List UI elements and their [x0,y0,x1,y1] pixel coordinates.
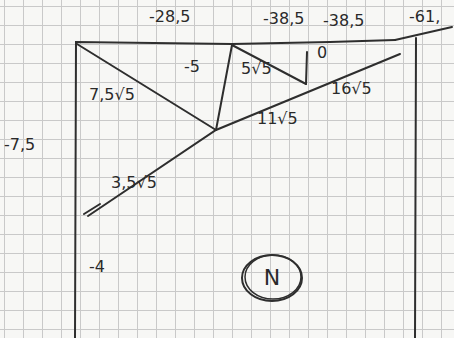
dimension-label: -4 [88,258,106,276]
dimension-label: -7,5 [3,136,36,154]
outline [75,40,395,338]
dimension-label: -28,5 [148,8,191,26]
sketch-line [216,45,232,130]
sketch-line [88,54,400,216]
outline [395,27,452,40]
dimension-label: -61, [408,8,441,26]
dimension-label: -38,5 [262,10,305,28]
dimension-label: 7,5√5 [88,86,136,104]
dimension-label: 0 [316,44,328,62]
sketch-line [84,204,100,214]
dimension-label: 11√5 [256,110,299,128]
dimension-label: -5 [183,58,201,76]
sketch-line [77,44,216,130]
dimension-label: 3,5√5 [110,174,158,192]
dimension-label: 16√5 [330,80,373,98]
sketch-line [232,45,306,84]
node-text: N [264,266,280,290]
outline [415,38,416,338]
dimension-label: 5√5 [240,60,273,78]
sketch-line [306,52,307,84]
dimension-label: -38,5 [322,12,365,30]
circled-letter: N [240,253,304,303]
